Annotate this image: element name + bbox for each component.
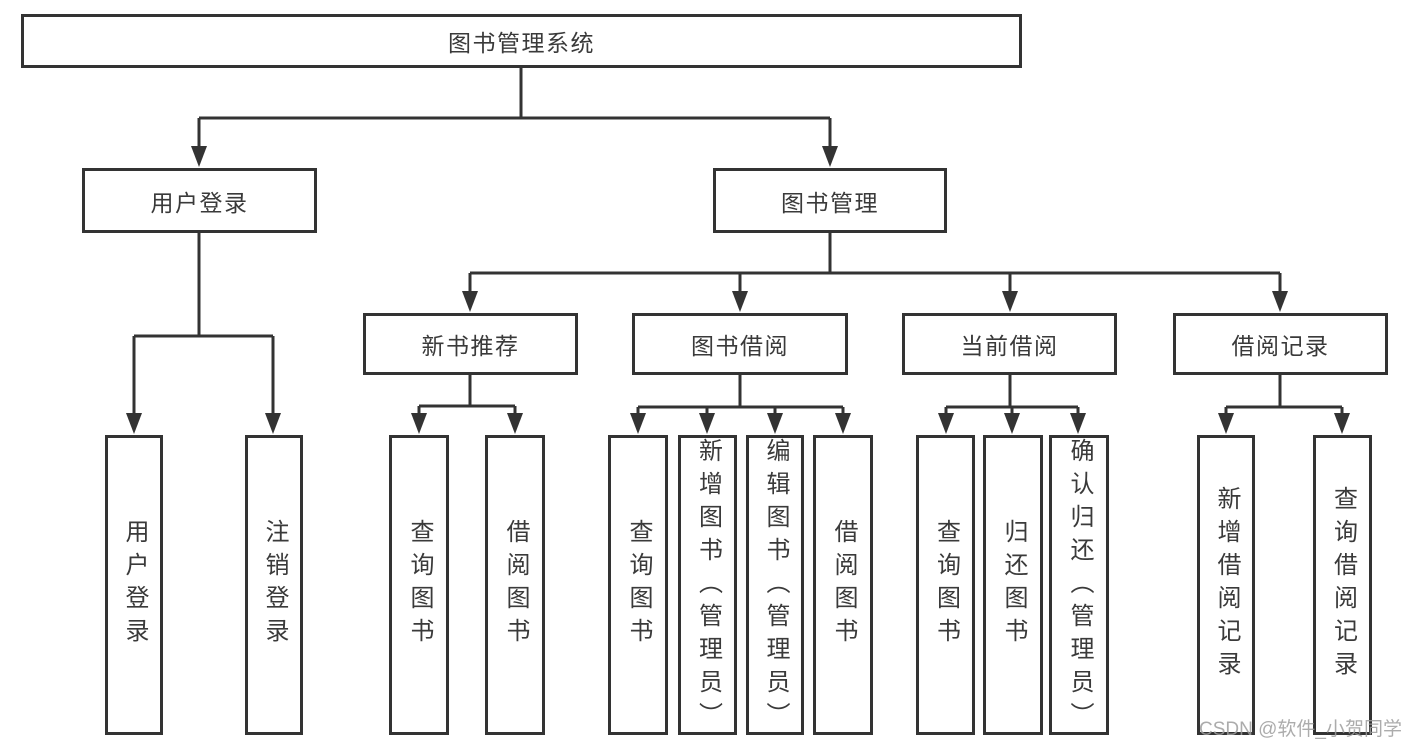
node-book-management: 图书管理	[713, 168, 947, 233]
arrowhead	[462, 291, 478, 312]
node-leaf-add-books-admin: 新增图书（管理员）	[678, 435, 737, 735]
arrowhead	[767, 413, 783, 434]
edges-newbookrec-children	[411, 374, 523, 434]
arrowhead	[822, 146, 838, 167]
arrowhead	[1334, 413, 1350, 434]
arrowhead	[630, 413, 646, 434]
node-leaf-newbook-query-books: 查询图书	[389, 435, 449, 735]
arrowhead	[1070, 413, 1086, 434]
arrowhead	[126, 413, 142, 434]
csdn-watermark: CSDN @软件_小贺同学	[1199, 719, 1402, 740]
node-new-book-recommend: 新书推荐	[363, 313, 578, 375]
node-user-login: 用户登录	[82, 168, 317, 233]
arrowhead	[835, 413, 851, 434]
node-leaf-current-query-books: 查询图书	[916, 435, 975, 735]
node-book-management-system: 图书管理系统	[21, 14, 1022, 68]
arrowhead	[1218, 413, 1234, 434]
node-leaf-user-login: 用户登录	[105, 435, 163, 735]
node-leaf-borrow-query-books: 查询图书	[608, 435, 668, 735]
arrowhead	[938, 413, 954, 434]
arrowhead	[732, 291, 748, 312]
node-current-borrowing: 当前借阅	[902, 313, 1117, 375]
node-leaf-newbook-borrow-books: 借阅图书	[485, 435, 545, 735]
arrowhead	[1002, 291, 1018, 312]
node-leaf-return-books: 归还图书	[983, 435, 1043, 735]
node-leaf-query-borrow-record: 查询借阅记录	[1313, 435, 1372, 735]
edges-root-to-level2	[191, 66, 838, 167]
arrowhead	[191, 146, 207, 167]
edges-userlogin-children	[126, 231, 281, 434]
arrowhead	[1272, 291, 1288, 312]
node-leaf-edit-books-admin: 编辑图书（管理员）	[746, 435, 804, 735]
arrowhead	[507, 413, 523, 434]
edges-borrowrecords-children	[1218, 374, 1350, 434]
edges-bookborrow-children	[630, 374, 851, 434]
node-borrow-records: 借阅记录	[1173, 313, 1388, 375]
node-book-borrowing: 图书借阅	[632, 313, 848, 375]
node-leaf-confirm-return-admin: 确认归还（管理员）	[1049, 435, 1109, 735]
arrowhead	[411, 413, 427, 434]
edges-bookmgmt-to-level3	[462, 231, 1288, 312]
arrowhead	[1004, 413, 1020, 434]
node-leaf-add-borrow-record: 新增借阅记录	[1197, 435, 1255, 735]
node-leaf-borrow-borrow-books: 借阅图书	[813, 435, 873, 735]
arrowhead	[265, 413, 281, 434]
edges-currentborrow-children	[938, 374, 1086, 434]
node-leaf-logout: 注销登录	[245, 435, 303, 735]
arrowhead	[699, 413, 715, 434]
